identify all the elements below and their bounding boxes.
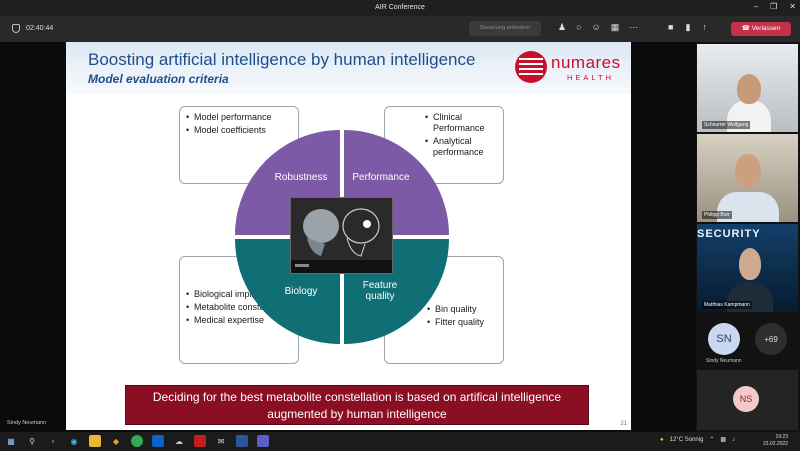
avatar-label: Sindy Neumann <box>706 358 742 364</box>
list-item: Model performance <box>186 112 292 123</box>
participant-name: Matthias Kampmann <box>702 301 752 309</box>
slide-page-number: 21 <box>620 421 627 427</box>
slide-title: Boosting artificial intelligence by huma… <box>88 50 476 69</box>
participants-icon[interactable]: ♟ <box>558 22 567 32</box>
reactions-icon[interactable]: ☺ <box>591 22 601 32</box>
clock-time: 19:23 <box>775 434 788 440</box>
pdf-icon[interactable] <box>194 435 206 447</box>
close-icon[interactable]: ✕ <box>789 2 796 11</box>
mail-icon[interactable]: ✉ <box>217 436 225 446</box>
task-view-icon[interactable]: ▫ <box>51 436 55 446</box>
camera-icon[interactable]: ■ <box>668 22 674 32</box>
list-item: Medical expertise <box>186 315 292 326</box>
leave-button[interactable]: ☎ Verlassen <box>731 22 791 36</box>
presenter-name: Sindy Neumann <box>7 420 47 426</box>
company-logo: numares HEALTH <box>515 51 625 85</box>
list-item: Fitter quality <box>427 317 497 328</box>
more-icon[interactable]: ⋯ <box>629 22 639 32</box>
label-performance: Performance <box>352 172 410 183</box>
participant-name: Schnurrer Wolfgang <box>702 121 751 129</box>
list-item: Bin quality <box>427 304 497 315</box>
word-icon[interactable] <box>236 435 248 447</box>
logo-name: numares <box>551 53 621 72</box>
share-icon[interactable]: ↑ <box>702 22 707 32</box>
participant-tile[interactable]: Schnurrer Wolfgang <box>697 44 798 132</box>
participant-tile[interactable]: Philipp Borr <box>697 134 798 222</box>
participants-sidebar: Schnurrer Wolfgang Philipp Borr SECURITY… <box>696 42 800 432</box>
conclusion-banner: Deciding for the best metabolite constel… <box>125 385 589 425</box>
file-explorer-icon[interactable] <box>89 435 101 447</box>
label-feature-quality: Feature quality <box>362 280 398 302</box>
logo-mark-icon <box>515 51 547 83</box>
brain-image <box>290 197 393 274</box>
list-item: Biological implications <box>186 289 292 300</box>
presentation-slide: Boosting artificial intelligence by huma… <box>66 42 631 430</box>
clock-date: 23.02.2022 <box>762 441 788 447</box>
window-title: AIR Conference <box>375 4 425 11</box>
list-item: Model coefficients <box>186 125 292 136</box>
cloud-icon[interactable]: ☁ <box>175 436 183 446</box>
meeting-toolbar: 02:40:44 Steuerung anfordern ♟ ○ ☺ ▦ ⋯ ■… <box>0 16 800 42</box>
maps-icon[interactable]: ◆ <box>112 436 120 446</box>
search-icon[interactable]: ⚲ <box>29 436 35 446</box>
edge-icon[interactable]: ◉ <box>70 436 78 446</box>
chrome-icon[interactable] <box>131 435 143 447</box>
windows-start-icon[interactable]: ▦ <box>7 436 15 446</box>
logo-sub: HEALTH <box>567 73 615 82</box>
outlook-icon[interactable] <box>152 435 164 447</box>
shield-icon <box>12 24 20 33</box>
title-bar: AIR Conference – ❐ ✕ <box>0 0 800 16</box>
list-item: Clinical Performance <box>425 112 497 134</box>
meeting-timer: 02:40:44 <box>26 25 54 32</box>
participant-tile[interactable]: NS <box>697 370 798 430</box>
box-top-right: Clinical Performance Analytical performa… <box>384 106 504 184</box>
phone-icon: ☎ <box>741 25 750 32</box>
avatar[interactable]: SN <box>708 323 740 355</box>
background-text: SECURITY <box>697 228 761 240</box>
tray-chevron-icon[interactable]: ⌃ <box>709 437 715 443</box>
minimize-icon[interactable]: – <box>753 2 759 11</box>
teams-icon[interactable] <box>257 435 269 447</box>
taskbar: ▦ ⚲ ▫ ◉ ◆ ☁ ✉ ● 12°C Sonnig ⌃ ▩ ♪ 19:23 … <box>0 432 800 451</box>
avatar: NS <box>733 386 759 412</box>
participant-tile[interactable]: SECURITY Matthias Kampmann <box>697 224 798 312</box>
label-biology: Biology <box>284 286 318 297</box>
label-robustness: Robustness <box>274 172 328 183</box>
participant-name: Philipp Borr <box>702 211 732 219</box>
clock[interactable]: 19:23 23.02.2022 <box>763 434 788 448</box>
list-item: Metabolite constellation <box>186 302 292 313</box>
slide-subtitle: Model evaluation criteria <box>88 72 229 86</box>
list-item: Analytical performance <box>425 136 497 158</box>
request-control-button[interactable]: Steuerung anfordern <box>469 21 541 36</box>
volume-icon[interactable]: ♪ <box>732 436 736 443</box>
weather-icon[interactable]: ● <box>660 436 664 443</box>
slide-header: Boosting artificial intelligence by huma… <box>66 42 631 94</box>
network-icon[interactable]: ▩ <box>720 437 727 443</box>
rooms-icon[interactable]: ▦ <box>610 22 620 32</box>
maximize-icon[interactable]: ❐ <box>770 2 778 11</box>
chat-icon[interactable]: ○ <box>576 22 582 32</box>
microphone-icon[interactable]: ▮ <box>685 22 691 32</box>
weather-text[interactable]: 12°C Sonnig <box>669 436 704 443</box>
leave-label: Verlassen <box>751 25 781 32</box>
more-participants-badge[interactable]: +69 <box>755 323 787 355</box>
